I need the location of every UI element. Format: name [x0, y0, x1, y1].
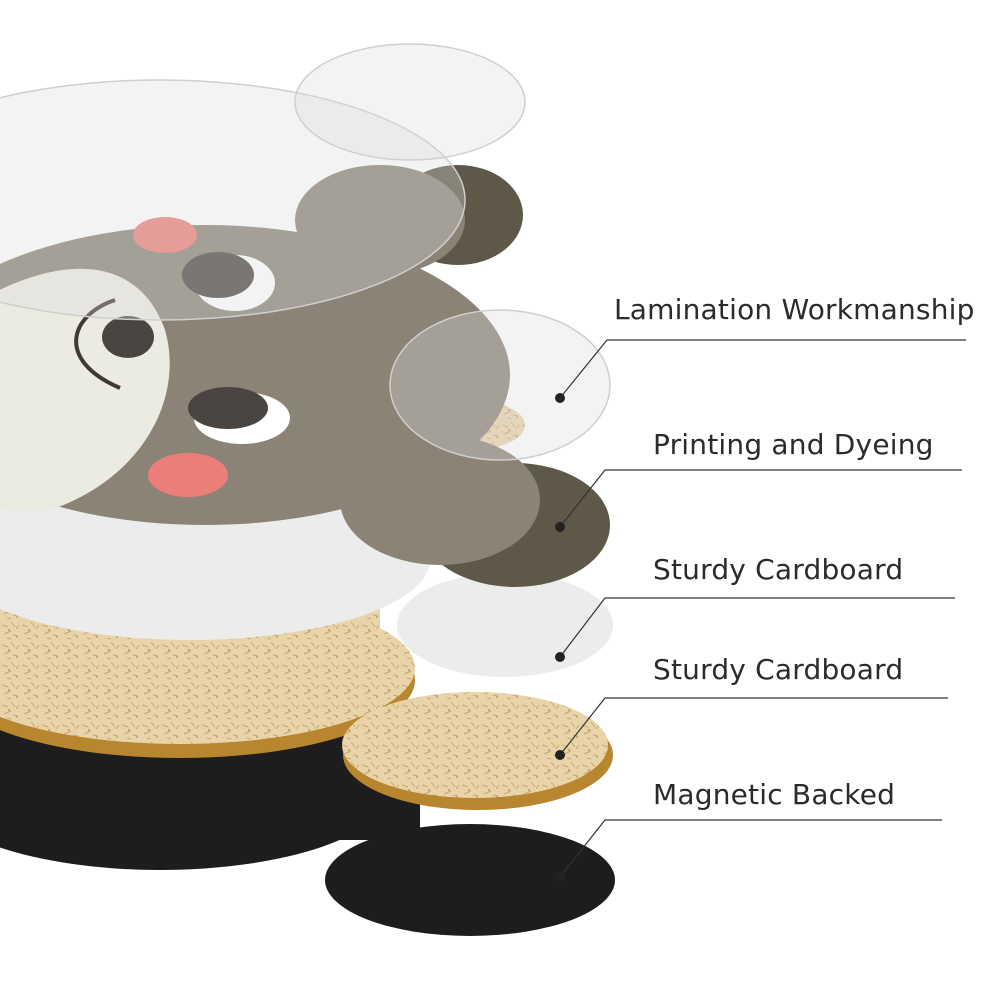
leader-dot-cardboard-lower	[555, 750, 565, 760]
label-lamination-workmanship: Lamination Workmanship	[614, 293, 975, 326]
leader-line-cardboard-upper	[559, 597, 955, 658]
bear-cheek-upper	[133, 217, 197, 253]
leader-line-magnet	[559, 819, 942, 878]
leader-dot-magnet	[555, 872, 565, 882]
leader-dot-cardboard-upper	[555, 652, 565, 662]
leader-line-lamination	[559, 339, 966, 399]
leader-dot-lamination	[555, 393, 565, 403]
label-sturdy-cardboard-upper: Sturdy Cardboard	[653, 553, 904, 586]
printed-layer	[0, 165, 610, 587]
leader-line-printing	[559, 469, 962, 528]
leader-dot-printing	[555, 522, 565, 532]
lamination-layer	[0, 43, 611, 461]
leader-dots	[555, 393, 565, 882]
bear-cheek-lower	[148, 453, 228, 497]
label-magnetic-backed: Magnetic Backed	[653, 778, 896, 811]
label-printing-and-dyeing: Printing and Dyeing	[653, 428, 934, 461]
leader-line-cardboard-lower	[559, 697, 948, 756]
label-sturdy-cardboard-lower: Sturdy Cardboard	[653, 653, 904, 686]
leader-lines	[559, 339, 966, 878]
